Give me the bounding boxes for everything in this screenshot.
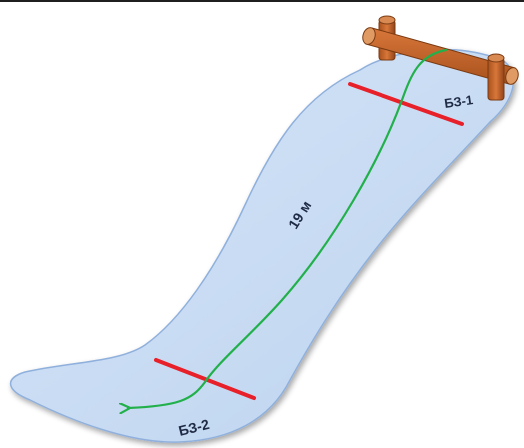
zone-line-bottom bbox=[154, 358, 256, 400]
barrier-log-end-left bbox=[362, 27, 376, 45]
barrier-log-end-right bbox=[505, 67, 519, 85]
zone-top-label: БЗ-1 bbox=[443, 92, 474, 111]
zone-line-top bbox=[348, 82, 464, 126]
barrier-front-post bbox=[487, 57, 505, 101]
barrier-back-post-top bbox=[378, 15, 396, 25]
wooden-log-barrier-icon bbox=[362, 15, 519, 101]
descent-path-line bbox=[128, 48, 448, 408]
top-border-line bbox=[0, 0, 524, 2]
zone-bottom-label: БЗ-2 bbox=[177, 416, 211, 439]
slope-surface bbox=[9, 48, 515, 443]
barrier-front-post-top bbox=[487, 53, 505, 63]
